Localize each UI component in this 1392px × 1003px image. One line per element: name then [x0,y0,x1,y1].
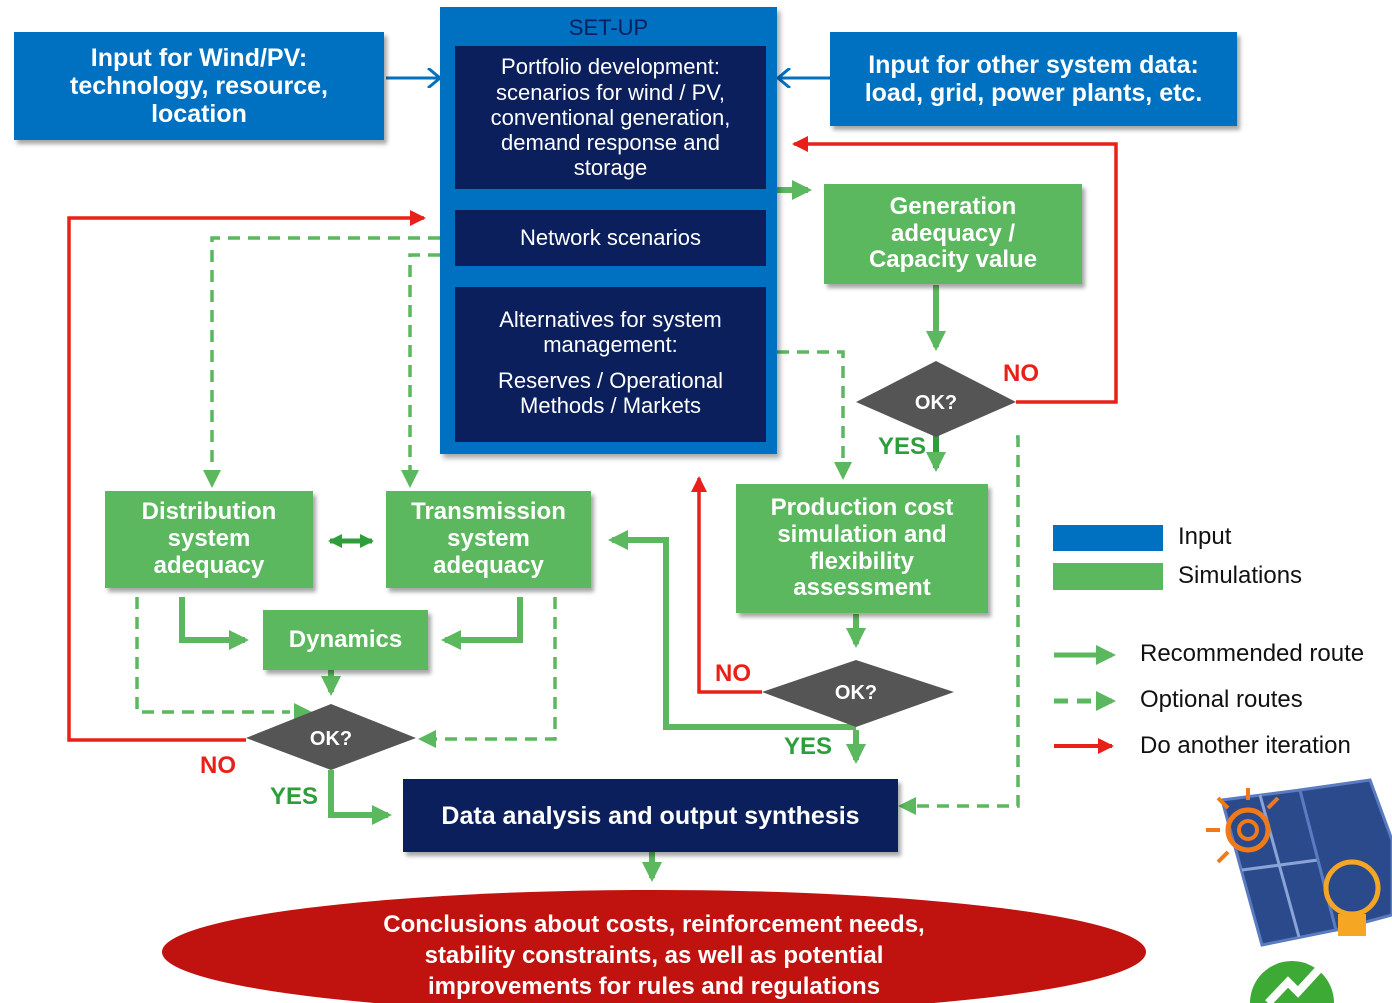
no-label: NO [715,660,751,687]
decision-label: OK? [310,728,352,750]
input-other-system-data: Input for other system data: load, grid,… [830,32,1237,126]
optional-network-transmission [408,253,440,476]
alternatives-title: Alternatives for system management: [499,307,722,358]
no-label: NO [1003,360,1039,387]
dynamics: Dynamics [263,610,428,670]
optional-arrowhead [834,462,852,480]
yes-label: YES [784,733,833,760]
green-logo-illustration [1250,961,1334,1003]
legend-input-label: Input [1178,523,1232,550]
conclusion-ellipse [162,890,1146,1003]
decision-diamond-3 [246,704,416,770]
arrow-trans-dynamics [441,597,523,650]
iteration-ok2-setup [691,476,762,694]
yes-label: YES [878,433,927,460]
legend-optional-label: Optional routes [1140,686,1303,713]
iteration-ok1-setup [792,136,1118,404]
legend-recommended-label: Recommended route [1140,640,1365,667]
setup-network-scenarios: Network scenarios [455,210,766,266]
optional-alternatives-production [777,350,845,466]
decision-label: OK? [915,392,957,414]
decision-diamond-2 [762,660,954,727]
setup-title: SET-UP [568,15,649,40]
optional-trans-ok3 [436,597,557,741]
setup-portfolio: Portfolio development: scenarios for win… [455,46,766,189]
generation-adequacy: Generation adequacy / Capacity value [824,184,1082,284]
optional-ok1-output [912,435,1020,808]
transmission-system-adequacy: Transmission system adequacy [386,491,591,588]
legend-input-swatch [1053,525,1163,551]
optional-arrowhead [898,797,916,815]
conclusion-text: Conclusions about costs, reinforcement n… [383,911,925,1001]
optional-network-distribution [210,236,440,476]
production-cost-simulation: Production cost simulation and flexibili… [736,484,988,613]
distribution-system-adequacy: Distribution system adequacy [105,491,313,588]
optional-arrowhead [401,470,419,488]
optional-arrowhead [203,470,221,488]
decision-diamond-1 [856,361,1016,437]
input-wind-pv: Input for Wind/PV: technology, resource,… [14,32,384,140]
legend-simulations-label: Simulations [1178,562,1303,589]
decision-label: OK? [835,682,877,704]
optional-arrowhead [418,730,436,748]
arrow-dist-dynamics [179,597,249,650]
solar-panel-illustration [1206,778,1392,947]
yes-label: YES [270,783,319,810]
arrow-ok2-transmission [608,530,856,730]
setup-alternatives: Alternatives for system management: Rese… [455,287,766,442]
optional-arrowhead [294,703,312,721]
arrow-ok3-output [328,770,392,825]
alternatives-body: Reserves / Operational Methods / Markets [498,367,723,418]
no-label: NO [200,752,236,779]
data-analysis-output: Data analysis and output synthesis [403,779,898,852]
legend-simulation-swatch [1053,563,1163,590]
iteration-ok3-setup [67,210,426,742]
legend-iteration-label: Do another iteration [1140,732,1351,759]
